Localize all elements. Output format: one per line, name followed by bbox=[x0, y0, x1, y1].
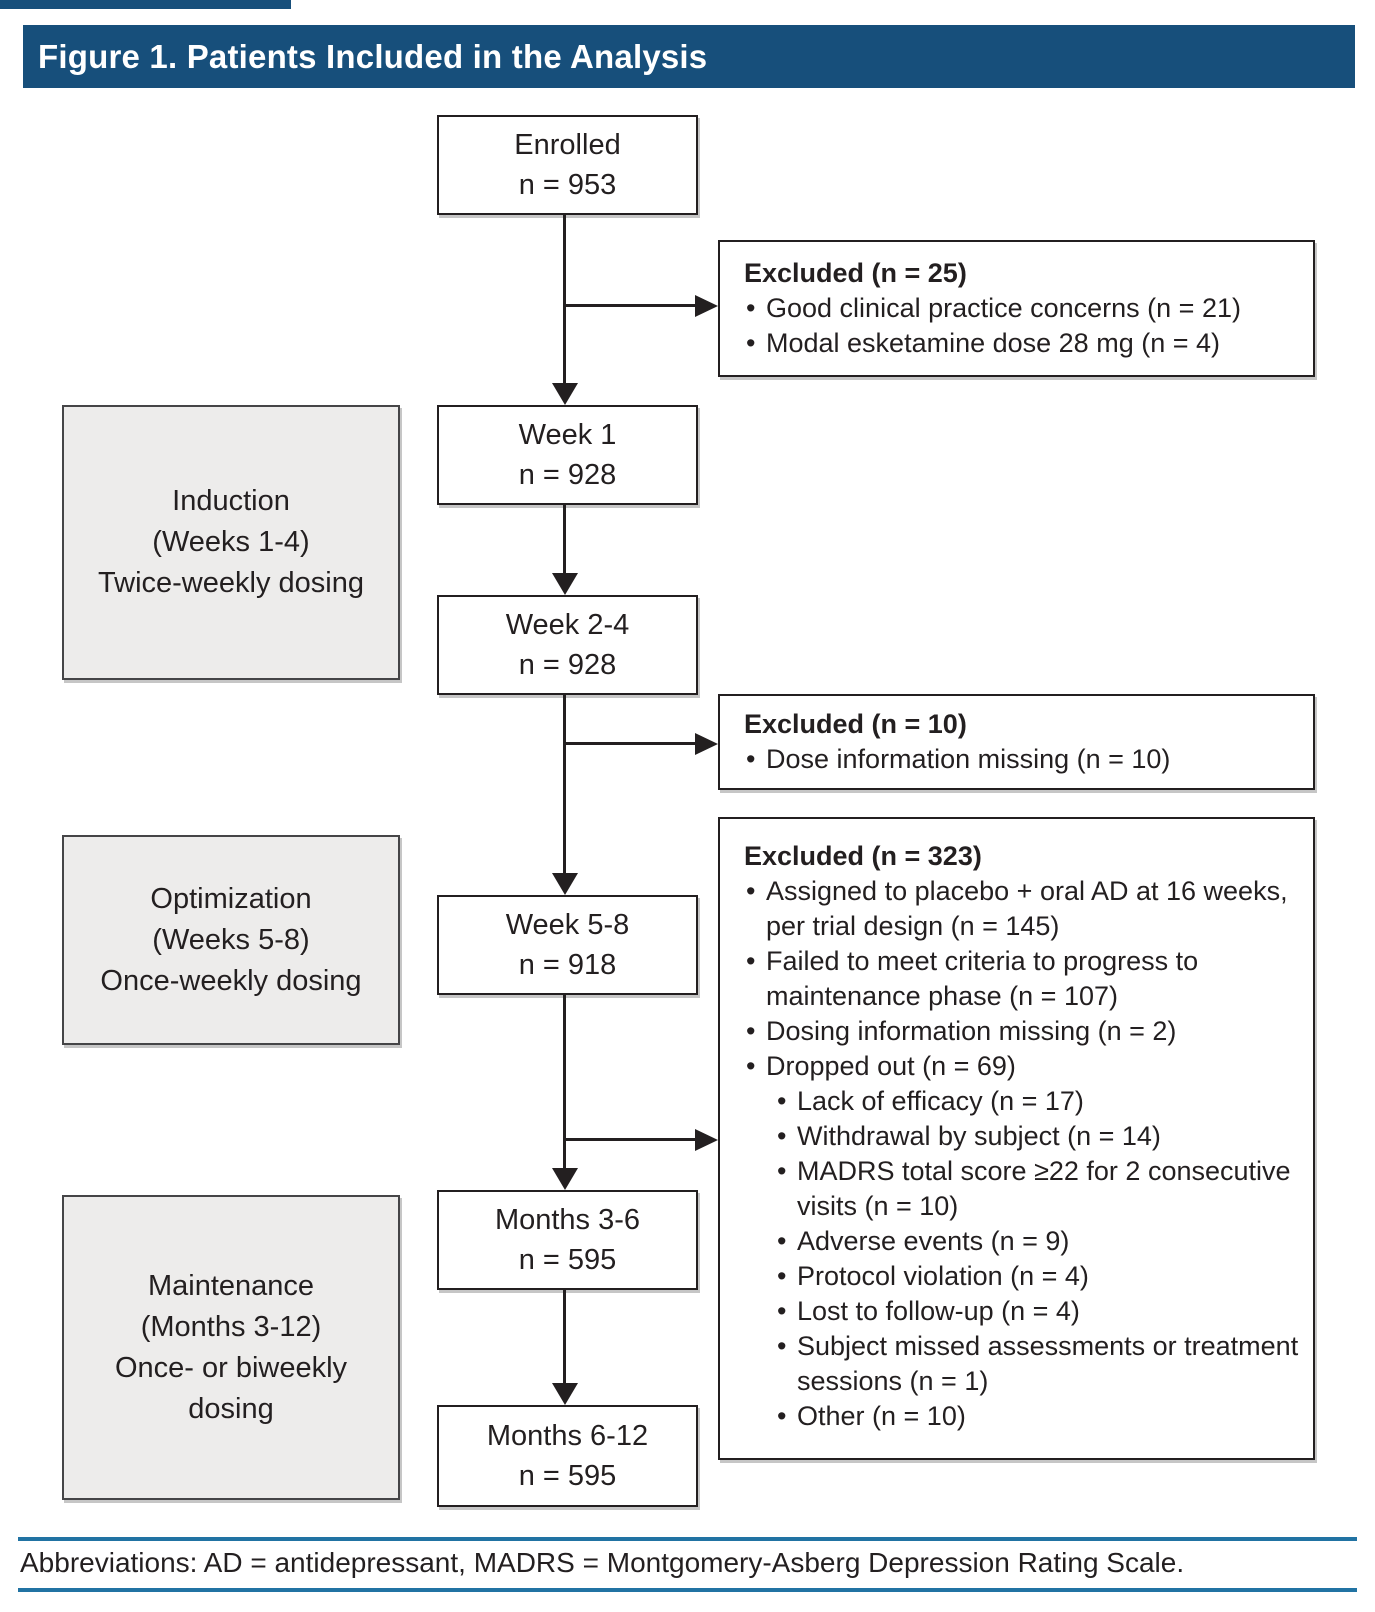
abbreviations-note: Abbreviations: AD = antidepressant, MADR… bbox=[20, 1547, 1185, 1578]
phase-line: Induction bbox=[172, 485, 290, 517]
phase-line: (Months 3-12) bbox=[140, 1310, 322, 1343]
excluded-subitem: Withdrawal by subject (n = 14) bbox=[744, 1119, 1299, 1154]
excluded-box-25: Excluded (n = 25) Good clinical practice… bbox=[718, 240, 1315, 377]
arrowhead-down-icon bbox=[552, 1168, 578, 1190]
phase-box-optimization: Optimization (Weeks 5-8) Once-weekly dos… bbox=[62, 835, 400, 1045]
flow-box-enrolled: Enrolled n = 953 bbox=[437, 115, 698, 215]
connector-line bbox=[565, 1138, 695, 1141]
flow-box-week-5-8: Week 5-8 n = 918 bbox=[437, 895, 698, 995]
top-accent-bar bbox=[0, 0, 291, 9]
connector-line bbox=[563, 505, 566, 575]
phase-line: Once- or biweekly bbox=[114, 1351, 348, 1384]
excluded-subitem: Other (n = 10) bbox=[744, 1399, 1299, 1434]
flow-box-week-1: Week 1 n = 928 bbox=[437, 405, 698, 505]
flow-box-label: Week 2-4 bbox=[505, 609, 630, 641]
figure-title: Figure 1. Patients Included in the Analy… bbox=[38, 37, 708, 75]
figure-title-bar: Figure 1. Patients Included in the Analy… bbox=[23, 25, 1355, 88]
flow-box-week-2-4: Week 2-4 n = 928 bbox=[437, 595, 698, 695]
arrowhead-right-icon bbox=[695, 295, 718, 317]
flow-box-count: n = 918 bbox=[518, 949, 617, 981]
divider-rule-bottom bbox=[18, 1588, 1357, 1592]
phase-box-induction: Induction (Weeks 1-4) Twice-weekly dosin… bbox=[62, 405, 400, 680]
connector-line bbox=[565, 742, 695, 745]
phase-line: dosing bbox=[188, 1392, 274, 1425]
arrowhead-right-icon bbox=[695, 1129, 718, 1151]
excluded-box-323: Excluded (n = 323) Assigned to placebo +… bbox=[718, 817, 1315, 1460]
phase-line: Twice-weekly dosing bbox=[98, 567, 364, 599]
excluded-item: Dropped out (n = 69) bbox=[744, 1049, 1299, 1084]
excluded-item: Dosing information missing (n = 2) bbox=[744, 1014, 1299, 1049]
flow-box-months-6-12: Months 6-12 n = 595 bbox=[437, 1405, 698, 1507]
phase-line: Optimization bbox=[150, 882, 312, 915]
flow-box-count: n = 928 bbox=[518, 459, 617, 491]
flow-box-label: Enrolled bbox=[514, 129, 621, 161]
flow-box-count: n = 595 bbox=[518, 1460, 617, 1492]
connector-line bbox=[563, 695, 566, 875]
excluded-subitem: MADRS total score ≥22 for 2 consecutive … bbox=[744, 1154, 1299, 1224]
flow-box-months-3-6: Months 3-6 n = 595 bbox=[437, 1190, 698, 1290]
phase-line: Maintenance bbox=[147, 1269, 315, 1302]
arrowhead-down-icon bbox=[552, 573, 578, 595]
excluded-subitem: Protocol violation (n = 4) bbox=[744, 1259, 1299, 1294]
excluded-header: Excluded (n = 10) bbox=[744, 709, 967, 739]
phase-box-maintenance: Maintenance (Months 3-12) Once- or biwee… bbox=[62, 1195, 400, 1500]
connector-line bbox=[563, 1290, 566, 1385]
flow-box-label: Months 6-12 bbox=[486, 1420, 649, 1452]
excluded-item: Assigned to placebo + oral AD at 16 week… bbox=[744, 874, 1299, 944]
arrowhead-down-icon bbox=[552, 383, 578, 405]
excluded-item: Good clinical practice concerns (n = 21) bbox=[744, 291, 1299, 326]
divider-rule-top bbox=[18, 1537, 1357, 1541]
excluded-box-10: Excluded (n = 10) Dose information missi… bbox=[718, 694, 1315, 790]
flow-box-count: n = 928 bbox=[518, 649, 617, 681]
phase-line: (Weeks 1-4) bbox=[152, 526, 310, 558]
phase-line: (Weeks 5-8) bbox=[152, 923, 310, 956]
flow-box-label: Week 5-8 bbox=[505, 909, 630, 941]
arrowhead-down-icon bbox=[552, 1383, 578, 1405]
excluded-item: Modal esketamine dose 28 mg (n = 4) bbox=[744, 326, 1299, 361]
arrowhead-down-icon bbox=[552, 873, 578, 895]
excluded-subitem: Lost to follow-up (n = 4) bbox=[744, 1294, 1299, 1329]
connector-line bbox=[565, 304, 695, 307]
flow-box-label: Months 3-6 bbox=[494, 1204, 641, 1236]
excluded-subitem: Adverse events (n = 9) bbox=[744, 1224, 1299, 1259]
flow-box-count: n = 953 bbox=[518, 169, 617, 201]
flow-box-count: n = 595 bbox=[518, 1244, 617, 1276]
excluded-header: Excluded (n = 323) bbox=[744, 841, 982, 871]
excluded-item: Dose information missing (n = 10) bbox=[744, 742, 1299, 777]
connector-line bbox=[563, 995, 566, 1170]
flow-box-label: Week 1 bbox=[518, 419, 617, 451]
excluded-header: Excluded (n = 25) bbox=[744, 258, 967, 288]
connector-line bbox=[563, 215, 566, 385]
excluded-subitem: Subject missed assessments or treatment … bbox=[744, 1329, 1299, 1399]
arrowhead-right-icon bbox=[695, 733, 718, 755]
phase-line: Once-weekly dosing bbox=[100, 964, 362, 997]
excluded-item: Failed to meet criteria to progress to m… bbox=[744, 944, 1299, 1014]
excluded-subitem: Lack of efficacy (n = 17) bbox=[744, 1084, 1299, 1119]
